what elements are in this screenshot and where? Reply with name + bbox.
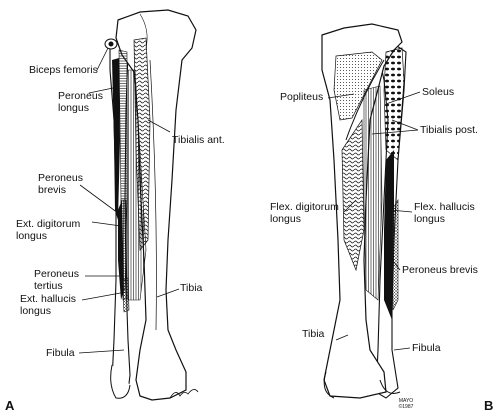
label-peroneus-brevis-line1: Peroneus bbox=[38, 172, 83, 184]
label-peroneus-tertius-line1: Peroneus bbox=[34, 268, 79, 280]
label-tibia-b: Tibia bbox=[302, 328, 325, 340]
label-peroneus-brevis-b: Peroneus brevis bbox=[402, 264, 478, 276]
flex-digitorum-area bbox=[341, 118, 365, 272]
label-flex-digitorum-line2: longus bbox=[270, 213, 301, 225]
label-popliteus: Popliteus bbox=[280, 91, 324, 103]
label-fibula-a: Fibula bbox=[46, 347, 75, 359]
label-flex-hallucis-line1: Flex. hallucis bbox=[414, 201, 475, 213]
tibia-a-ridge bbox=[149, 59, 157, 331]
flex-hallucis-area bbox=[384, 150, 394, 320]
label-peroneus-brevis-line2: brevis bbox=[38, 184, 67, 196]
label-soleus: Soleus bbox=[422, 86, 455, 98]
label-flex-hallucis-line2: longus bbox=[414, 213, 445, 225]
medial-malleolus-b bbox=[323, 371, 335, 399]
panel-a-leaders bbox=[78, 47, 180, 354]
panel-letter-a: A bbox=[5, 398, 15, 413]
label-fibula-b: Fibula bbox=[412, 342, 441, 354]
soleal-line bbox=[345, 59, 385, 141]
peroneus-brevis-b-area bbox=[391, 198, 399, 311]
panel-letter-b: B bbox=[484, 398, 494, 413]
label-ext-digitorum-line2: longus bbox=[16, 230, 47, 242]
tibialis-anterior-area bbox=[133, 37, 151, 251]
credit-mayo: MAYO bbox=[398, 398, 414, 404]
label-ext-hallucis-line1: Ext. hallucis bbox=[20, 293, 77, 305]
peroneus-tertius-area bbox=[121, 277, 130, 313]
lateral-malleolus-b bbox=[379, 379, 401, 394]
credit-year: ©1987 bbox=[398, 404, 414, 410]
biceps-femoris-inner bbox=[108, 41, 114, 47]
lateral-malleolus-a bbox=[110, 364, 131, 399]
label-flex-digitorum-line1: Flex. digitorum bbox=[270, 201, 339, 213]
panel-a-bones bbox=[104, 9, 199, 401]
artist-signature bbox=[169, 389, 199, 399]
label-ext-hallucis-line2: longus bbox=[20, 305, 51, 317]
label-biceps-femoris: Biceps femoris bbox=[29, 64, 98, 76]
label-tibialis-ant: Tibialis ant. bbox=[172, 134, 225, 146]
tibialis-post-area bbox=[363, 85, 383, 301]
peroneus-longus-area bbox=[112, 58, 120, 220]
panel-b-leaders bbox=[327, 91, 421, 351]
label-peroneus-tertius-line2: tertius bbox=[34, 280, 63, 292]
label-peroneus-longus-line2: longus bbox=[58, 102, 89, 114]
label-ext-digitorum-line1: Ext. digitorum bbox=[16, 218, 81, 230]
label-tibia-a: Tibia bbox=[180, 282, 203, 294]
label-tibialis-post: Tibialis post. bbox=[420, 124, 478, 136]
popliteus-area bbox=[333, 51, 383, 121]
label-peroneus-longus-line1: Peroneus bbox=[58, 90, 103, 102]
